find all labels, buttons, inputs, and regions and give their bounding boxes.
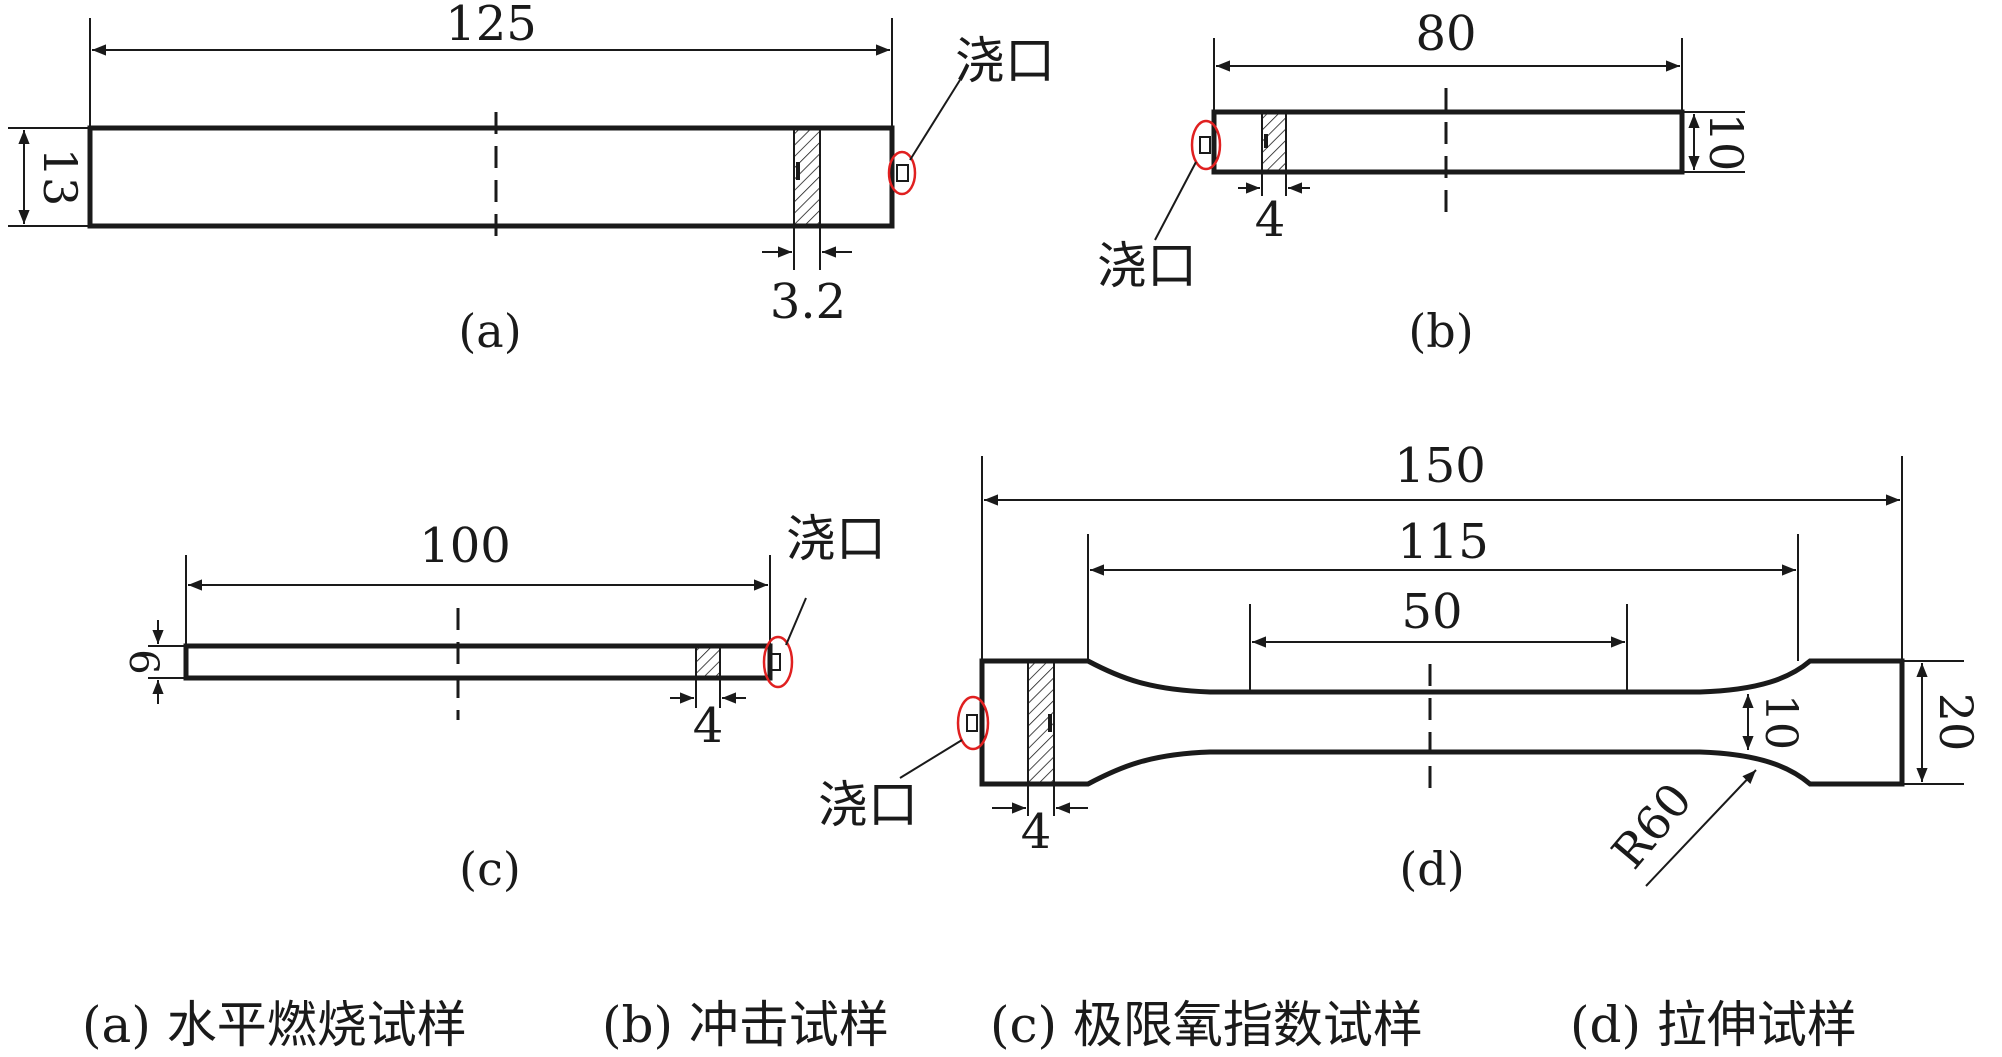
panel-b: 80 10 4 浇口 (b) xyxy=(1097,6,1753,358)
caption-a: (a) 水平燃烧试样 xyxy=(82,996,467,1054)
dim-section-b: 4 xyxy=(1255,192,1286,248)
gate-circle-d xyxy=(956,695,990,751)
gate-label-d: 浇口 xyxy=(818,776,918,834)
panel-label-b: (b) xyxy=(1408,304,1473,358)
gate-mark-a xyxy=(896,164,909,182)
gate-mark-d xyxy=(966,714,978,732)
dim-width-b: 10 xyxy=(1699,113,1753,172)
dim-overall-d: 150 xyxy=(1394,438,1486,494)
dim-section-a: 3.2 xyxy=(770,274,846,330)
panel-label-c: (c) xyxy=(459,842,521,896)
gate-leader-d xyxy=(899,739,963,779)
gate-label-b: 浇口 xyxy=(1097,237,1197,295)
gate-mark-b xyxy=(1199,136,1211,154)
section-hatch-c xyxy=(695,645,721,679)
dim-section-c: 4 xyxy=(693,698,724,754)
caption-c: (c) 极限氧指数试样 xyxy=(990,996,1423,1054)
dim-length-b: 80 xyxy=(1415,6,1476,62)
panel-label-a: (a) xyxy=(458,304,521,358)
panel-a: 125 13 3.2 浇口 (a) xyxy=(8,0,1055,358)
gate-circle-b xyxy=(1190,119,1222,171)
gate-mark-c xyxy=(769,653,781,671)
section-mark-d xyxy=(1048,714,1052,732)
dim-end-d: 20 xyxy=(1929,693,1983,752)
dim-length-a: 125 xyxy=(445,0,537,52)
gate-circle-a xyxy=(887,150,917,196)
specimen-b-body xyxy=(1211,109,1685,175)
gate-circle-c xyxy=(762,635,794,689)
dim-neck-d: 10 xyxy=(1755,694,1806,750)
gate-label-c: 浇口 xyxy=(786,510,886,568)
dim-gauge-d: 50 xyxy=(1401,584,1462,640)
radius-leader-d xyxy=(1645,769,1757,887)
section-mark-b xyxy=(1264,134,1268,148)
gate-leader-b xyxy=(1154,161,1197,241)
specimen-a-body xyxy=(87,125,895,229)
caption-b: (b) 冲击试样 xyxy=(602,996,889,1054)
dim-shoulder-d: 115 xyxy=(1397,514,1489,570)
gate-leader-c xyxy=(785,597,807,646)
dim-length-c: 100 xyxy=(419,518,511,574)
dim-width-a: 13 xyxy=(33,148,87,207)
caption-row: (a) 水平燃烧试样 (b) 冲击试样 (c) 极限氧指数试样 (d) 拉伸试样 xyxy=(82,996,1857,1054)
gate-label-a: 浇口 xyxy=(955,32,1055,90)
dim-section-d: 4 xyxy=(1021,804,1052,860)
section-mark-a xyxy=(796,162,800,180)
dim-radius-d: R60 xyxy=(1601,773,1702,879)
panel-label-d: (d) xyxy=(1399,842,1464,896)
caption-d: (d) 拉伸试样 xyxy=(1570,996,1857,1054)
specimen-c-body xyxy=(183,643,773,681)
panel-d: 150 115 50 10 20 R60 4 浇口 (d) xyxy=(818,438,1983,896)
dim-width-c: 6 xyxy=(120,649,166,674)
panel-c: 100 6 4 浇口 (c) xyxy=(120,510,886,896)
gate-leader-a xyxy=(909,79,961,161)
